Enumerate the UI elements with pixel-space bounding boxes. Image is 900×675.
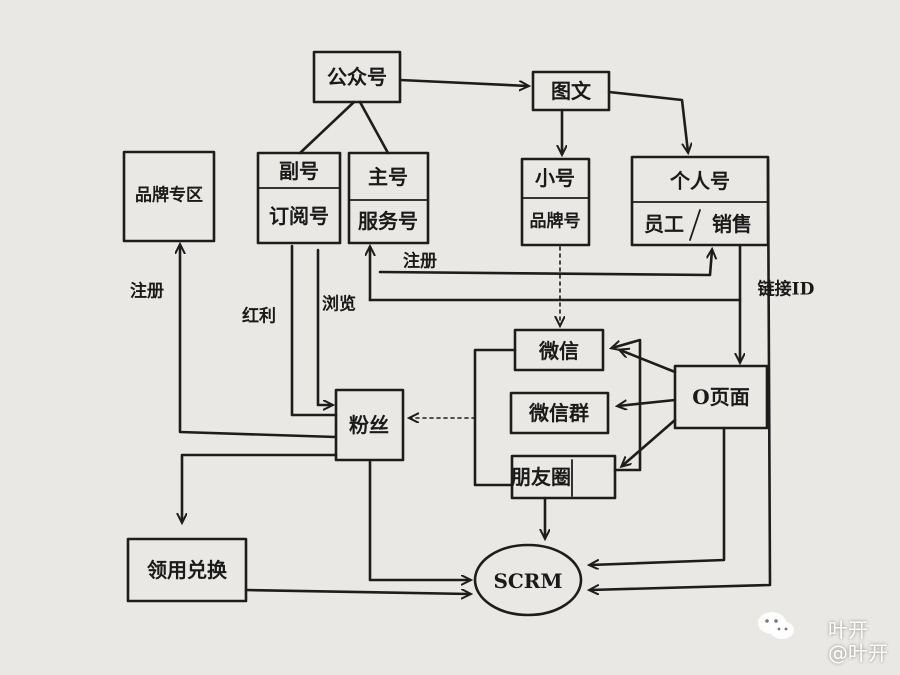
watermark-line1: 叶开: [828, 618, 868, 642]
label-wechat-group: 微信群: [529, 401, 589, 425]
edge-personal-to-scrm: [590, 158, 772, 590]
edge-label-register-mid: 注册: [403, 251, 437, 272]
slash-staff-sales: [689, 209, 701, 241]
edge-fans-to-coupon: [182, 453, 338, 522]
label-coupon: 领用兑换: [147, 558, 227, 582]
bracket-wechat-group: [473, 348, 517, 487]
box-public-account: [312, 50, 402, 104]
label-small-account-bottom: 品牌号: [529, 211, 581, 232]
edge-coupon-to-scrm: [244, 588, 470, 594]
label-moments: 朋友圈: [511, 465, 571, 489]
label-scrm: SCRM: [493, 569, 563, 593]
edge-opage-to-scrm: [590, 426, 726, 565]
edge-public-to-main: [358, 100, 390, 155]
label-graphic: 图文: [551, 79, 591, 103]
box-moments: [510, 454, 617, 500]
edge-label-browse: 浏览: [322, 294, 356, 315]
edge-label-register-left: 注册: [130, 281, 164, 302]
label-sub-account-top: 副号: [279, 159, 319, 183]
label-wechat: 微信: [539, 339, 579, 363]
edge-public-to-sub: [298, 100, 356, 155]
label-fans: 粉丝: [349, 413, 389, 437]
box-o-page: [673, 364, 769, 430]
edge-label-link-id: 链接ID: [757, 279, 815, 300]
box-brand-zone: [122, 150, 216, 243]
label-sub-account-bottom: 订阅号: [269, 204, 329, 228]
edge-register-to-personal: [378, 250, 712, 277]
edge-browse-to-fans: [316, 248, 332, 405]
box-fans: [334, 388, 405, 462]
label-o-page: O页面: [692, 385, 750, 409]
label-public-account: 公众号: [327, 65, 387, 89]
edge-fans-to-brand: [180, 245, 338, 439]
label-small-account-top: 小号: [535, 166, 575, 190]
edge-fans-bonus: [290, 244, 338, 417]
wechat-logo-icon: [758, 612, 794, 639]
box-coupon: [126, 537, 248, 603]
edge-opage-to-group: [618, 398, 677, 406]
edge-public-to-graphic: [398, 78, 528, 86]
edge-opage-to-moments: [622, 418, 677, 466]
edge-moments-to-wechat: [612, 338, 642, 472]
label-personal-account: 个人号: [670, 169, 730, 193]
box-wechat-group: [509, 391, 610, 435]
label-personal-staff: 员工: [644, 212, 684, 236]
label-main-account-bottom: 服务号: [358, 209, 418, 233]
edge-label-bonus: 红利: [242, 306, 276, 327]
ellipse-scrm: [473, 543, 583, 617]
watermark: 叶开 @叶开: [828, 619, 888, 665]
edge-opage-to-wechat: [620, 350, 677, 374]
label-brand-zone: 品牌专区: [135, 185, 203, 206]
edge-graphic-to-personal: [607, 90, 688, 152]
label-main-account-top: 主号: [368, 165, 408, 189]
label-personal-sales: 销售: [712, 212, 752, 236]
box-small-account: [520, 157, 591, 247]
watermark-line2: @叶开: [828, 641, 888, 665]
edge-fans-to-scrm: [368, 460, 470, 580]
